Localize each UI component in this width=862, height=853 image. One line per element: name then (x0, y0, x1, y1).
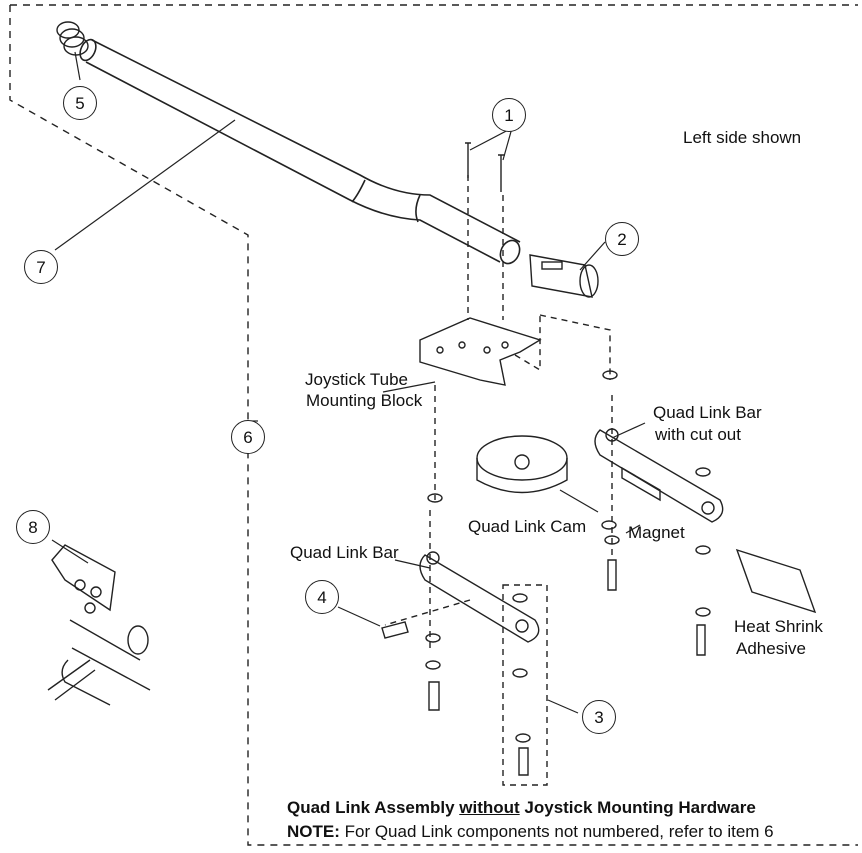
diagram-title: Quad Link Assembly without Joystick Moun… (287, 797, 756, 819)
title-part-1: Quad Link Assembly (287, 798, 460, 817)
quad-link-bar (419, 551, 540, 643)
title-underlined: without (459, 798, 520, 817)
quad-bar-cut-label-line2: with cut out (655, 425, 741, 444)
note-text: For Quad Link components not numbered, r… (339, 822, 774, 841)
callout-4: 4 (305, 580, 339, 614)
heat-shrink-tube (735, 548, 817, 614)
left-side-note: Left side shown (683, 128, 802, 147)
magnet-label: Magnet (628, 523, 685, 542)
leader-lines (51, 51, 646, 714)
title-part-2: Joystick Mounting Hardware (519, 798, 756, 817)
callout-3: 3 (582, 700, 616, 734)
joystick-block-label-line1: Joystick Tube (305, 370, 408, 389)
joystick-tube (79, 38, 521, 265)
item-6-boundary (9, 4, 858, 846)
callout-5: 5 (63, 86, 97, 120)
quad-link-cam-label: Quad Link Cam (468, 517, 587, 536)
washers (425, 370, 711, 743)
pin (381, 621, 409, 639)
bolts (428, 559, 706, 776)
heat-shrink-label-line1: Heat Shrink (734, 617, 823, 636)
tube-end-plug (56, 21, 89, 56)
item-3-box (502, 584, 548, 786)
callout-6: 6 (231, 420, 265, 454)
callout-7: 7 (24, 250, 58, 284)
quad-link-bar-label: Quad Link Bar (290, 543, 399, 562)
quad-bar-cut-label-line1: Quad Link Bar (653, 403, 762, 422)
heat-shrink-label-line2: Adhesive (736, 639, 806, 658)
assembly-line (384, 175, 613, 650)
note-label: NOTE: (287, 822, 340, 841)
quad-link-cam (476, 435, 568, 494)
tube-insert (529, 254, 599, 298)
callout-8: 8 (16, 510, 50, 544)
callout-1: 1 (492, 98, 526, 132)
clamp-assembly (47, 544, 151, 706)
screws (465, 142, 505, 192)
joystick-block-label-line2: Mounting Block (306, 391, 423, 410)
diagram-note: NOTE: For Quad Link components not numbe… (287, 821, 774, 843)
callout-2: 2 (605, 222, 639, 256)
mounting-block (419, 317, 542, 386)
